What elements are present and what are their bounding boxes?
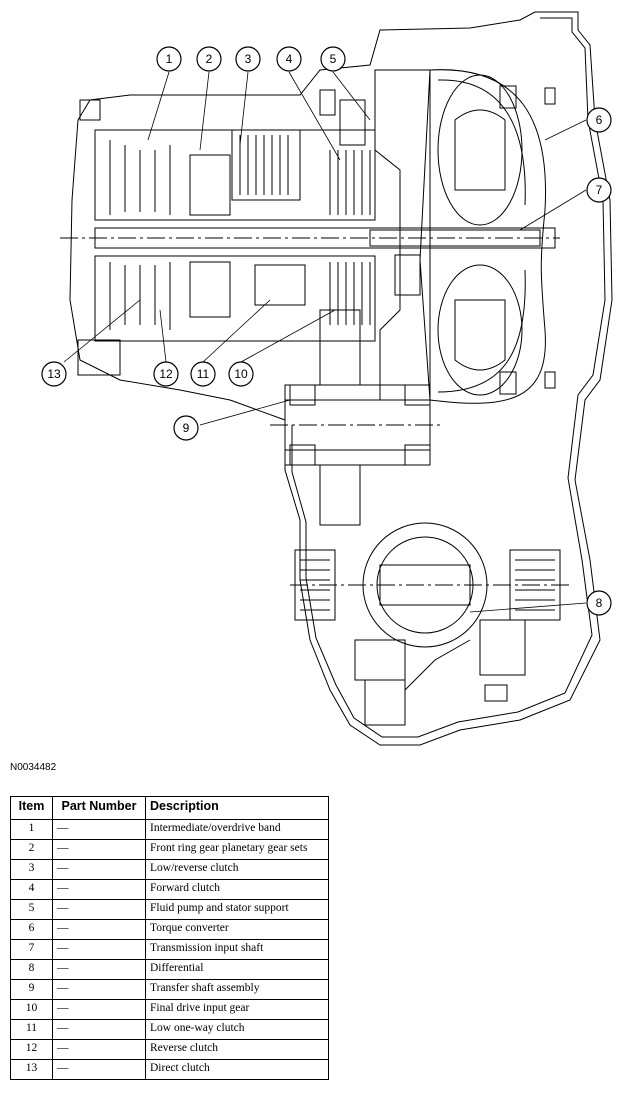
callout-7: 7 <box>586 177 612 203</box>
callout-11: 11 <box>190 361 216 387</box>
callout-9: 9 <box>173 415 199 441</box>
description-cell: Transfer shaft assembly <box>145 979 329 1000</box>
item-cell: 12 <box>10 1039 53 1060</box>
description-cell: Direct clutch <box>145 1059 329 1080</box>
part-cell: — <box>52 819 146 840</box>
table-row: 3—Low/reverse clutch <box>10 859 329 880</box>
table-row: 12—Reverse clutch <box>10 1039 329 1060</box>
table-row: 11—Low one-way clutch <box>10 1019 329 1040</box>
callout-6: 6 <box>586 107 612 133</box>
svg-text:6: 6 <box>596 113 603 127</box>
figure-id: N0034482 <box>10 762 57 773</box>
description-cell: Low one-way clutch <box>145 1019 329 1040</box>
callout-2: 2 <box>196 46 222 72</box>
svg-text:8: 8 <box>596 596 603 610</box>
callout-3: 3 <box>235 46 261 72</box>
table-row: 2—Front ring gear planetary gear sets <box>10 839 329 860</box>
part-cell: — <box>52 1039 146 1060</box>
part-cell: — <box>52 979 146 1000</box>
description-cell: Intermediate/overdrive band <box>145 819 329 840</box>
part-cell: — <box>52 1059 146 1080</box>
svg-text:13: 13 <box>47 367 61 381</box>
svg-text:10: 10 <box>234 367 248 381</box>
item-cell: 7 <box>10 939 53 960</box>
item-cell: 2 <box>10 839 53 860</box>
description-cell: Fluid pump and stator support <box>145 899 329 920</box>
item-cell: 13 <box>10 1059 53 1080</box>
table-row: 9—Transfer shaft assembly <box>10 979 329 1000</box>
description-cell: Forward clutch <box>145 879 329 900</box>
item-cell: 8 <box>10 959 53 980</box>
table-row: 13—Direct clutch <box>10 1059 329 1080</box>
part-cell: — <box>52 999 146 1020</box>
parts-table: Item Part Number Description 1—Intermedi… <box>10 796 329 1080</box>
item-cell: 6 <box>10 919 53 940</box>
description-cell: Transmission input shaft <box>145 939 329 960</box>
table-row: 10—Final drive input gear <box>10 999 329 1020</box>
svg-text:9: 9 <box>183 421 190 435</box>
part-cell: — <box>52 879 146 900</box>
header-item: Item <box>10 796 53 820</box>
item-cell: 1 <box>10 819 53 840</box>
table-row: 7—Transmission input shaft <box>10 939 329 960</box>
callout-10: 10 <box>228 361 254 387</box>
header-description: Description <box>145 796 329 820</box>
svg-text:7: 7 <box>596 183 603 197</box>
part-cell: — <box>52 959 146 980</box>
part-cell: — <box>52 1019 146 1040</box>
table-row: 8—Differential <box>10 959 329 980</box>
callout-12: 12 <box>153 361 179 387</box>
callout-8: 8 <box>586 590 612 616</box>
item-cell: 11 <box>10 1019 53 1040</box>
part-cell: — <box>52 939 146 960</box>
table-row: 4—Forward clutch <box>10 879 329 900</box>
callout-5: 5 <box>320 46 346 72</box>
header-part-number: Part Number <box>52 796 146 820</box>
part-cell: — <box>52 839 146 860</box>
part-cell: — <box>52 859 146 880</box>
svg-text:3: 3 <box>245 52 252 66</box>
description-cell: Front ring gear planetary gear sets <box>145 839 329 860</box>
callout-13: 13 <box>41 361 67 387</box>
description-cell: Reverse clutch <box>145 1039 329 1060</box>
svg-text:2: 2 <box>206 52 213 66</box>
description-cell: Differential <box>145 959 329 980</box>
table-header-row: Item Part Number Description <box>10 796 329 820</box>
part-cell: — <box>52 919 146 940</box>
item-cell: 9 <box>10 979 53 1000</box>
callout-1: 1 <box>156 46 182 72</box>
transmission-cutaway-diagram: 1 2 3 4 5 6 7 8 9 10 11 12 13 <box>41 11 613 746</box>
item-cell: 10 <box>10 999 53 1020</box>
svg-text:4: 4 <box>286 52 293 66</box>
svg-text:12: 12 <box>159 367 173 381</box>
item-cell: 5 <box>10 899 53 920</box>
table-row: 1—Intermediate/overdrive band <box>10 819 329 840</box>
description-cell: Final drive input gear <box>145 999 329 1020</box>
table-row: 5—Fluid pump and stator support <box>10 899 329 920</box>
description-cell: Torque converter <box>145 919 329 940</box>
description-cell: Low/reverse clutch <box>145 859 329 880</box>
svg-text:5: 5 <box>330 52 337 66</box>
table-row: 6—Torque converter <box>10 919 329 940</box>
item-cell: 3 <box>10 859 53 880</box>
part-cell: — <box>52 899 146 920</box>
item-cell: 4 <box>10 879 53 900</box>
callout-4: 4 <box>276 46 302 72</box>
svg-text:11: 11 <box>197 367 210 381</box>
svg-text:1: 1 <box>166 52 173 66</box>
